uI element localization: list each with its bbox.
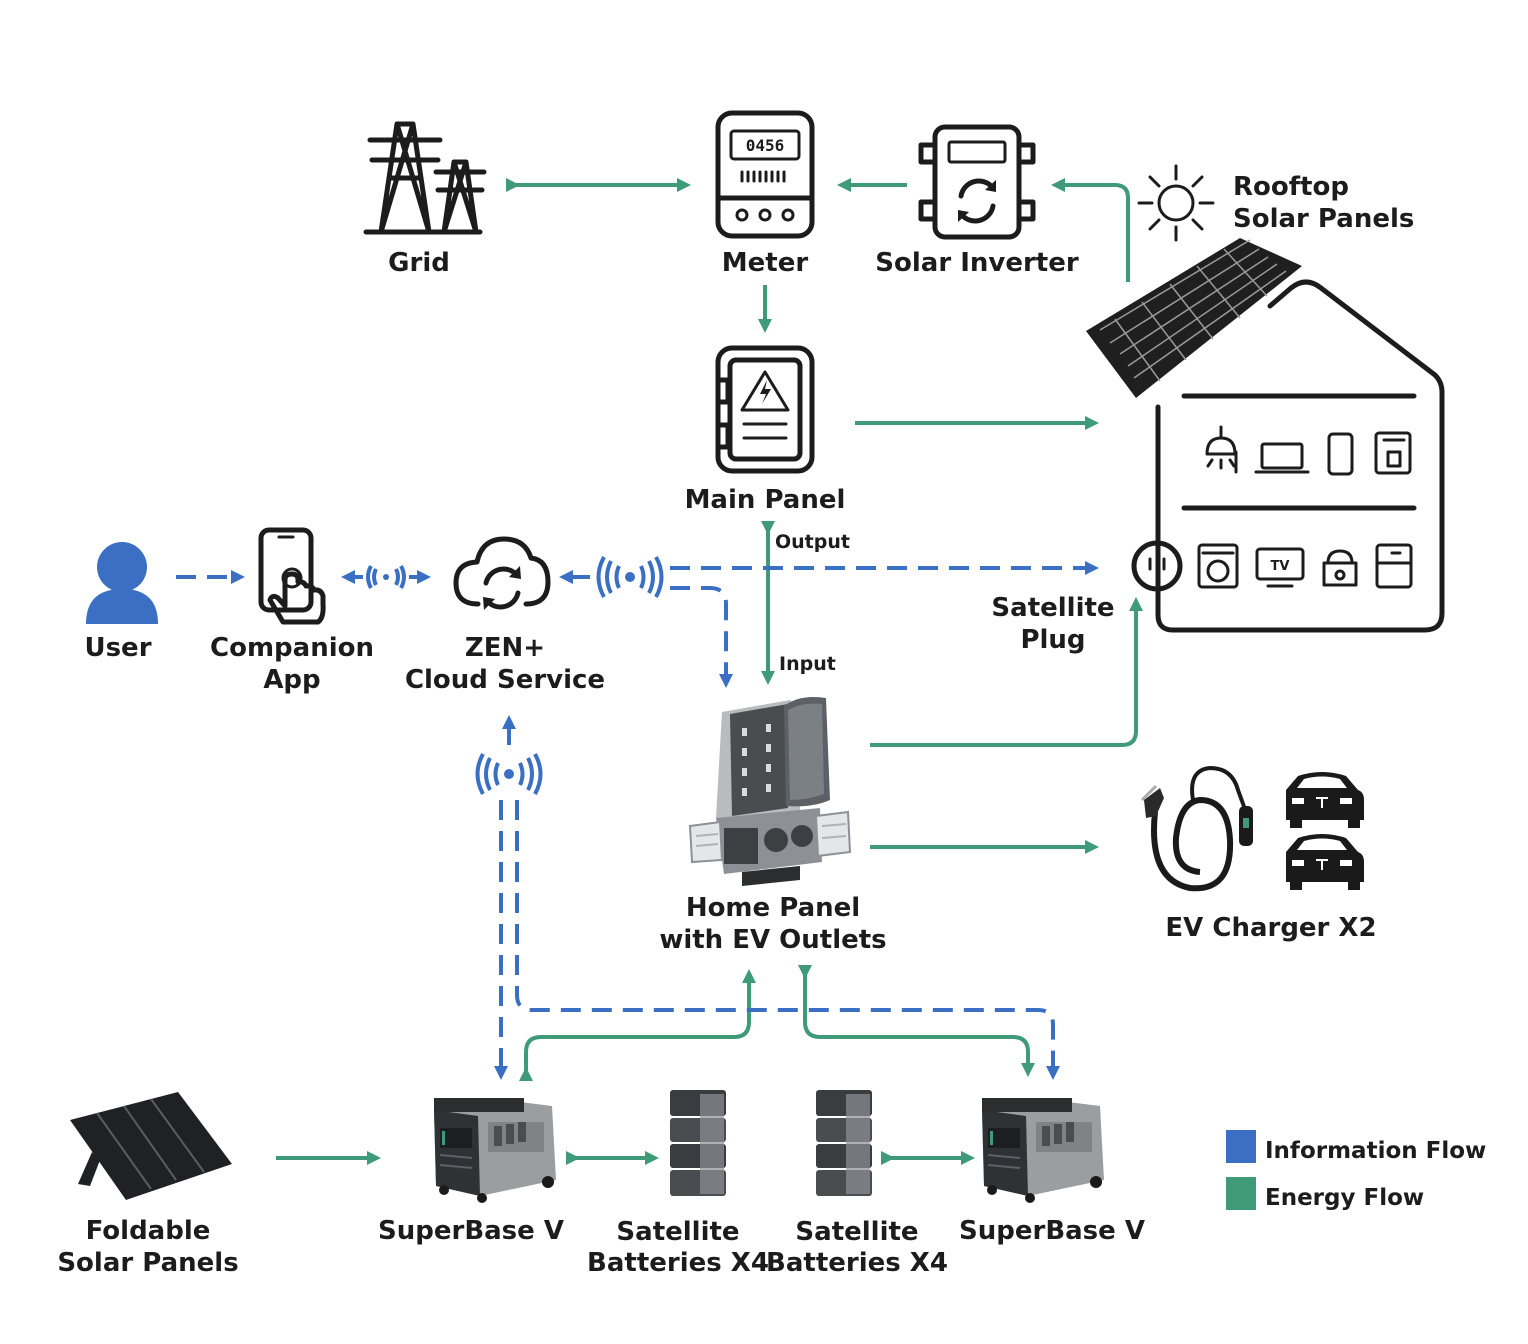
main-panel-label: Main Panel xyxy=(685,485,846,515)
superbase-right-info-arrow xyxy=(515,800,1060,1080)
house-outline xyxy=(1155,279,1445,633)
superbase-right-device-icon xyxy=(982,1098,1104,1203)
user-icon xyxy=(86,542,158,624)
superbase-right-homepanel-energy-arrow xyxy=(798,965,1035,1077)
companion-app-phone-icon xyxy=(258,527,326,625)
coffee-machine-icon xyxy=(1374,431,1412,475)
ev-charger-label: EV Charger X2 xyxy=(1165,913,1376,943)
homepanel-satellite-plug-energy-arrow xyxy=(870,597,1143,747)
satellite-plug-label-line2: Plug xyxy=(1020,625,1085,655)
legend-energy-swatch xyxy=(1226,1177,1256,1210)
output-flow-label: Output xyxy=(775,531,850,553)
foldable-solar-label-line2: Solar Panels xyxy=(57,1248,238,1278)
meter-icon: 0456 xyxy=(715,110,815,239)
satellite-batteries-right-icon xyxy=(816,1090,872,1196)
cloud-sync-icon xyxy=(453,536,551,610)
legend-information-swatch xyxy=(1226,1130,1256,1163)
cloud-service-label-line2: Cloud Service xyxy=(405,665,605,695)
rice-cooker-icon xyxy=(1322,549,1358,587)
rooftop-inverter-energy-arrow xyxy=(1051,178,1130,282)
solar-inverter-label: Solar Inverter xyxy=(875,248,1079,278)
meter-label: Meter xyxy=(722,248,809,278)
satellite-batteries-left-label-line2: Batteries X4 xyxy=(587,1248,769,1278)
satellite-batteries-right-label-line1: Satellite xyxy=(795,1217,918,1247)
laptop-icon xyxy=(1254,442,1310,474)
legend-information-label: Information Flow xyxy=(1265,1138,1486,1164)
rooftop-solar-label-line2: Solar Panels xyxy=(1233,204,1414,234)
sun-icon xyxy=(1137,164,1215,242)
ceiling-light-icon xyxy=(1205,425,1238,474)
legend: Information Flow Energy Flow xyxy=(1226,1130,1486,1211)
main-panel-icon xyxy=(715,345,815,474)
input-flow-label: Input xyxy=(779,653,836,675)
rooftop-solar-label-line1: Rooftop xyxy=(1233,172,1349,202)
wireless-signal-cloud-icon xyxy=(596,556,664,598)
energy-flow-lines xyxy=(276,178,1143,1165)
home-panel-device-icon xyxy=(688,697,852,886)
tv-icon: TV xyxy=(1255,547,1305,588)
home-panel-label-line1: Home Panel xyxy=(686,893,860,923)
foldable-solar-panel-icon xyxy=(70,1092,232,1200)
satellite-batteries-left-icon xyxy=(670,1090,726,1196)
superbase-left-homepanel-energy-arrow xyxy=(519,969,756,1081)
cloud-homepanel-info-arrow xyxy=(670,586,733,688)
satellite-batteries-right-label-line2: Batteries X4 xyxy=(766,1248,948,1278)
satellite-batteries-left-label-line1: Satellite xyxy=(616,1217,739,1247)
information-flow-lines xyxy=(176,561,1099,1080)
ev-charger-cable-icon xyxy=(1140,765,1253,892)
rooftop-solar-panels-icon xyxy=(1086,238,1302,398)
cloud-service-label-line1: ZEN+ xyxy=(465,633,545,663)
ev-car-icon-2 xyxy=(1286,834,1364,890)
legend-energy-label: Energy Flow xyxy=(1265,1185,1424,1211)
solar-inverter-icon xyxy=(918,124,1036,240)
phone-icon xyxy=(1327,432,1354,476)
grid-label: Grid xyxy=(388,248,450,278)
wireless-signal-superbase-icon xyxy=(475,753,543,795)
superbase-right-label: SuperBase V xyxy=(959,1216,1145,1246)
washing-machine-icon xyxy=(1197,543,1239,589)
refrigerator-icon xyxy=(1375,543,1413,589)
tv-icon-text: TV xyxy=(1271,559,1290,574)
home-panel-label-line2: with EV Outlets xyxy=(659,925,886,955)
superbase-left-device-icon xyxy=(434,1098,556,1203)
user-label: User xyxy=(84,633,151,663)
satellite-plug-outlet-icon xyxy=(1131,540,1183,592)
ev-car-icon-1 xyxy=(1286,772,1364,828)
companion-app-label-line1: Companion xyxy=(210,633,374,663)
wireless-signal-app-icon xyxy=(366,565,406,589)
foldable-solar-label-line1: Foldable xyxy=(86,1216,211,1246)
grid-tower-icon xyxy=(363,121,487,235)
superbase-left-label: SuperBase V xyxy=(378,1216,564,1246)
companion-app-label-line2: App xyxy=(263,665,320,695)
satellite-plug-label-line1: Satellite xyxy=(991,593,1114,623)
meter-display-text: 0456 xyxy=(746,136,785,155)
